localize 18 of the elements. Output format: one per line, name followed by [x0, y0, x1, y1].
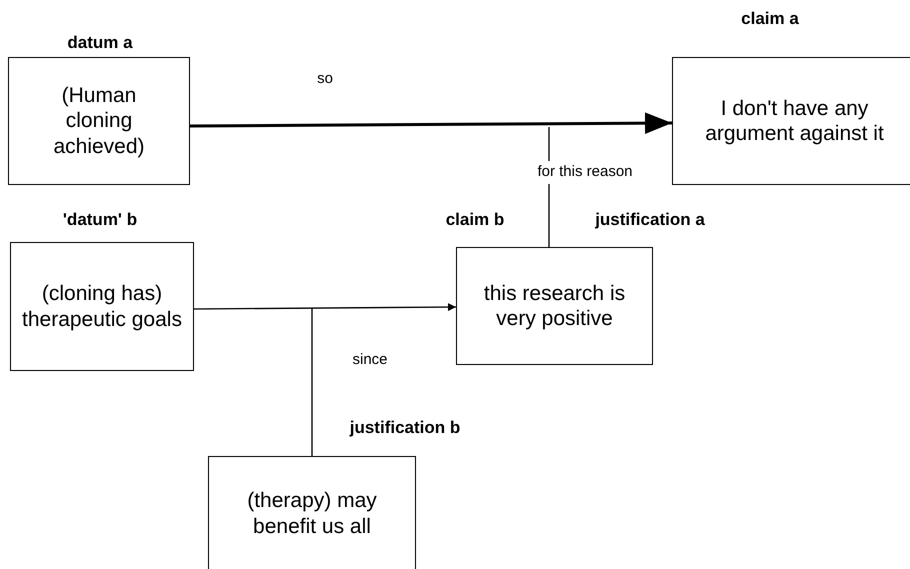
node-heading: justification b — [350, 417, 460, 439]
box-text: (Human cloning achieved) — [52, 83, 146, 159]
node-caption: justification a — [595, 209, 705, 231]
node-heading: claim b — [446, 209, 504, 231]
box-text: I don't have any argument against it — [704, 96, 885, 146]
connector-arrow — [190, 112, 672, 134]
node-heading: datum a — [67, 32, 133, 54]
text-box — [456, 247, 653, 365]
text-box — [208, 456, 416, 569]
box-text: this research is very positive — [482, 280, 626, 332]
connector-arrow — [194, 303, 456, 312]
text-box — [8, 57, 190, 185]
node-heading: claim a — [741, 8, 799, 30]
box-text: (cloning has) therapeutic goals — [21, 281, 183, 332]
text-box — [672, 57, 910, 185]
box-text: (therapy) may benefit us all — [246, 488, 378, 539]
text-box — [10, 242, 194, 371]
node-heading: 'datum' b — [62, 209, 138, 231]
